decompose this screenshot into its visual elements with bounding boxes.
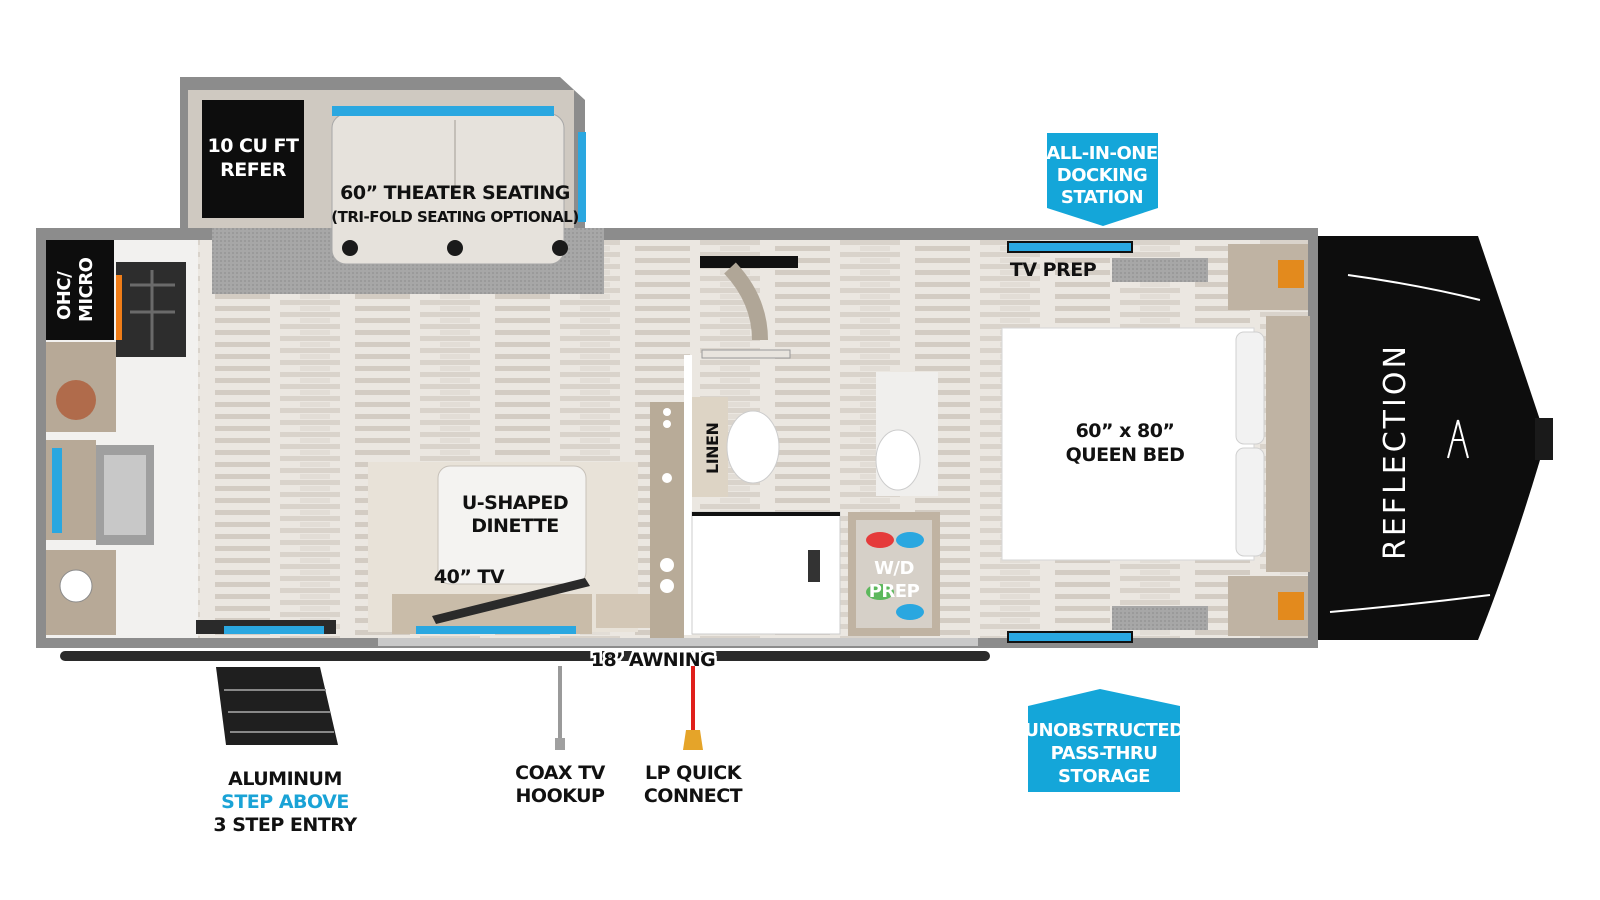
coax-label-2: HOOKUP (516, 785, 606, 807)
refer-label-1: 10 CU FT (208, 135, 300, 157)
queen-bed-label: QUEEN BED (1066, 444, 1185, 466)
tv-prep-window-top (1007, 241, 1133, 253)
lp-fitting-icon (683, 730, 703, 750)
theater-seating-sublabel: (TRI-FOLD SEATING OPTIONAL) (331, 208, 578, 226)
bathroom (684, 355, 944, 635)
brand-logo-icon (1447, 419, 1469, 459)
docking-station-callout (1047, 133, 1158, 226)
storage-label-3: STORAGE (1058, 766, 1150, 787)
kitchen-area (46, 240, 198, 638)
toilet (726, 410, 780, 484)
window (578, 132, 586, 222)
step-label-2: STEP ABOVE (221, 791, 349, 813)
refer-label-2: REFER (220, 159, 287, 181)
theater-seating-label: 60” THEATER SEATING (340, 182, 570, 204)
linen-closet (692, 397, 728, 497)
lp-label-1: LP QUICK (645, 762, 743, 784)
docking-label-3: STATION (1061, 187, 1143, 208)
awning-bar (60, 651, 990, 661)
refrigerator (202, 100, 304, 218)
theater-seating (212, 106, 604, 294)
tv40-label: 40” TV (434, 566, 505, 588)
dinette-label-1: U-SHAPED (462, 492, 568, 514)
step-label-3: 3 STEP ENTRY (213, 814, 357, 836)
wd-prep-label-2: PREP (869, 581, 920, 602)
wd-prep-closet (848, 512, 940, 636)
kitchen-bowl (56, 380, 96, 420)
bed-size-label: 60” x 80” (1076, 420, 1175, 442)
storage-label-1: UNOBSTRUCTED (1024, 720, 1183, 741)
storage-label-2: PASS-THRU (1051, 743, 1158, 764)
front-cap (1318, 236, 1553, 640)
entry-window (224, 626, 324, 634)
dinette (368, 462, 652, 634)
ohc-micro-label-2: MICRO (76, 257, 97, 322)
dinette-label-2: DINETTE (471, 515, 559, 537)
tv-prep-label: TV PREP (1010, 259, 1097, 281)
coax-label-1: COAX TV (515, 762, 606, 784)
docking-label-2: DOCKING (1057, 165, 1147, 186)
docking-label-1: ALL-IN-ONE (1046, 143, 1157, 164)
linen-label: LINEN (703, 423, 722, 474)
ohc-micro-label-1: OHC/ (54, 271, 75, 320)
entry-steps (216, 667, 338, 745)
headboard (1266, 316, 1310, 572)
brand-logo-text: REFLECTION (1378, 343, 1413, 560)
bedroom-door (700, 256, 798, 359)
step-label-1: ALUMINUM (228, 768, 342, 790)
pantry-column (650, 402, 684, 638)
ohc-micro-cabinet (46, 240, 114, 340)
tv-prep-window-bottom (1007, 631, 1133, 643)
window (332, 106, 554, 116)
wd-prep-label-1: W/D (874, 558, 914, 579)
queen-bed (1001, 244, 1310, 636)
lp-label-2: CONNECT (644, 785, 743, 807)
awning-label: 18’ AWNING (591, 649, 716, 671)
pass-thru-storage-callout (1028, 689, 1180, 792)
bath-sink (875, 429, 921, 491)
